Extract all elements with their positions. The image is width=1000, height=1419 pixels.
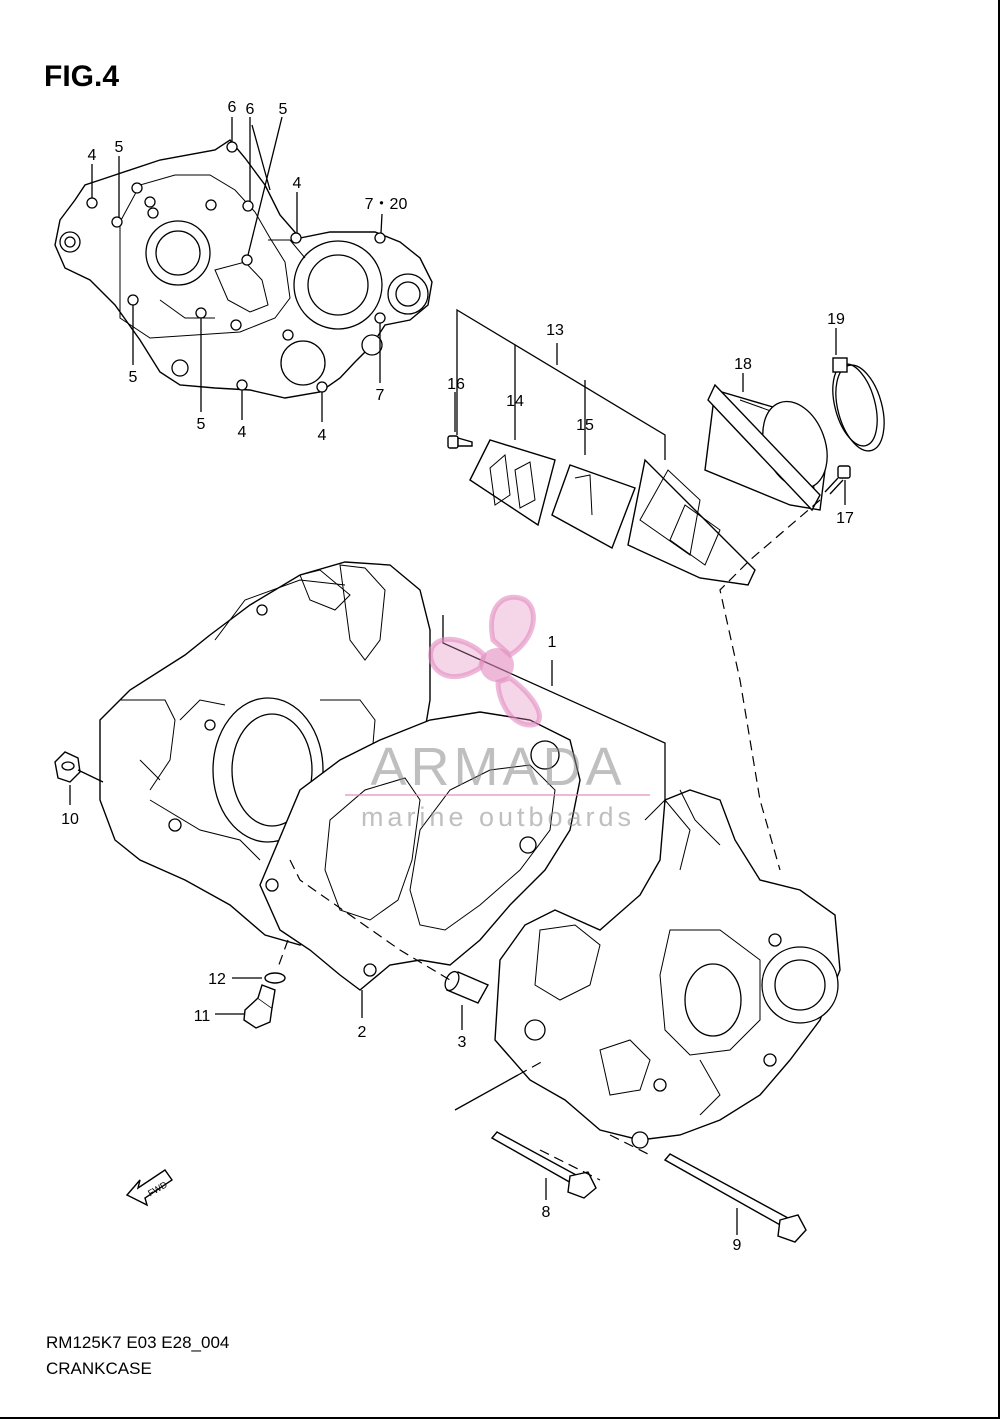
callout-7: 7 xyxy=(376,387,385,404)
reed-stopper-15 xyxy=(551,464,636,550)
reed-valve-assembly xyxy=(447,308,885,871)
reed-plate-14 xyxy=(469,439,556,527)
callout-5-a: 5 xyxy=(115,139,124,156)
washer-12 xyxy=(232,939,289,984)
dowel-pin-3 xyxy=(444,970,489,1030)
bolt-17 xyxy=(824,465,851,495)
watermark: ARMADA marine outboards xyxy=(345,594,650,832)
fwd-arrow: FWD xyxy=(125,1169,173,1207)
crankcase-face-view xyxy=(54,116,433,422)
callout-6-b: 6 xyxy=(246,101,255,118)
figure-title: FIG.4 xyxy=(44,60,120,93)
callout-4-b: 4 xyxy=(293,175,302,192)
watermark-tagline: marine outboards xyxy=(361,802,635,832)
callout-7-20: 7・20 xyxy=(365,196,408,213)
right-crankcase-half xyxy=(494,789,841,1149)
callout-8: 8 xyxy=(542,1204,551,1221)
callout-5-d: 5 xyxy=(197,416,206,433)
callout-5-c: 5 xyxy=(129,369,138,386)
callout-2: 2 xyxy=(358,1024,367,1041)
callout-labels: 1 2 3 4 4 4 4 5 5 5 5 6 6 7 7・20 8 9 10 … xyxy=(61,99,854,1254)
crankcase-gasket-2 xyxy=(259,711,581,1018)
bolt-8 xyxy=(490,1131,597,1200)
callout-5-b: 5 xyxy=(279,101,288,118)
propeller-logo xyxy=(428,594,542,728)
callout-15: 15 xyxy=(576,417,594,434)
diagram-code: RM125K7 E03 E28_004 xyxy=(46,1333,230,1352)
callout-16: 16 xyxy=(447,376,465,393)
clamp-19 xyxy=(832,357,885,452)
callout-3: 3 xyxy=(458,1034,467,1051)
callout-18: 18 xyxy=(734,356,752,373)
callout-9: 9 xyxy=(733,1237,742,1254)
bolt-10 xyxy=(54,751,104,805)
callout-19: 19 xyxy=(827,311,845,328)
bolt-16 xyxy=(447,435,473,449)
diagram-name: CRANKCASE xyxy=(46,1359,152,1378)
watermark-brand: ARMADA xyxy=(370,737,625,797)
callout-13: 13 xyxy=(546,322,564,339)
callout-12: 12 xyxy=(208,971,226,988)
callout-17: 17 xyxy=(836,510,854,527)
callout-4-d: 4 xyxy=(318,427,327,444)
callout-4-c: 4 xyxy=(238,424,247,441)
callout-11: 11 xyxy=(194,1008,211,1025)
callout-6-a: 6 xyxy=(228,99,237,116)
reed-block-13 xyxy=(627,458,756,586)
bolt-9 xyxy=(663,1153,807,1243)
plug-11 xyxy=(215,984,276,1029)
callout-14: 14 xyxy=(506,393,524,410)
callout-4-a: 4 xyxy=(88,147,97,164)
callout-10: 10 xyxy=(61,811,79,828)
intake-pipe-18 xyxy=(704,383,828,512)
callout-1: 1 xyxy=(548,634,557,651)
